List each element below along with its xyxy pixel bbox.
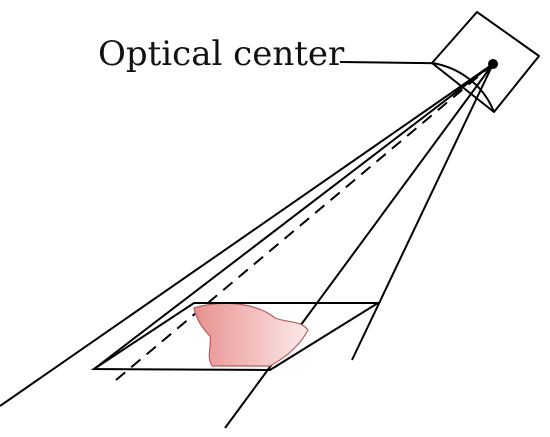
ray-outer-left bbox=[0, 63, 494, 407]
projected-object-region bbox=[193, 302, 309, 367]
ray-right bbox=[351, 63, 494, 361]
camera-body bbox=[431, 11, 540, 113]
ground-plane bbox=[90, 302, 382, 372]
ray-long-middle bbox=[224, 63, 494, 429]
optical-center-label: Optical center bbox=[98, 34, 345, 74]
dashed-center-ray bbox=[115, 63, 494, 381]
projection-rays bbox=[0, 63, 494, 429]
optical-center-dot bbox=[488, 59, 498, 69]
ray-to-near-left-corner bbox=[93, 63, 494, 370]
